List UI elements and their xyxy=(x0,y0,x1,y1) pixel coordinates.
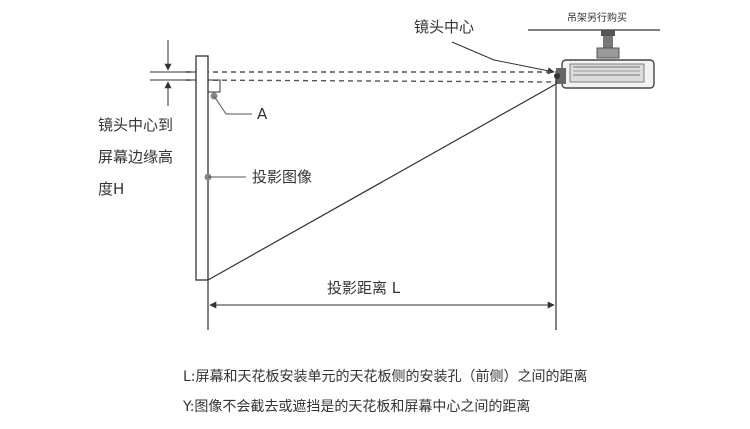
bracket-note-label: 吊架另行购买 xyxy=(567,13,627,24)
projected-image-label: 投影图像 xyxy=(252,168,313,186)
lens-center-label: 镜头中心 xyxy=(414,18,475,36)
projection-distance-label: 投影距离 L xyxy=(327,279,401,297)
height-label-line-2: 屏幕边缘高 xyxy=(98,148,174,166)
y-definition-note: Y:图像不会截去或遮挡是的天花板和屏幕中心之间的距离 xyxy=(183,399,531,415)
a-leader xyxy=(213,95,227,115)
height-label-line-3: 度H xyxy=(98,180,125,198)
screen xyxy=(195,55,209,281)
projector-icon xyxy=(554,30,655,89)
projection-ray-line xyxy=(207,83,557,281)
height-label-line-1: 镜头中心到 xyxy=(98,116,174,134)
screen-top-offset-box xyxy=(207,79,221,93)
lens-center-leader xyxy=(451,41,495,61)
a-label: A xyxy=(257,105,268,123)
l-definition-note: L:屏幕和天花板安装单元的天花板侧的安装孔（前侧）之间的距离 xyxy=(183,369,588,385)
lens-axis-dashed-line-2 xyxy=(185,79,557,83)
